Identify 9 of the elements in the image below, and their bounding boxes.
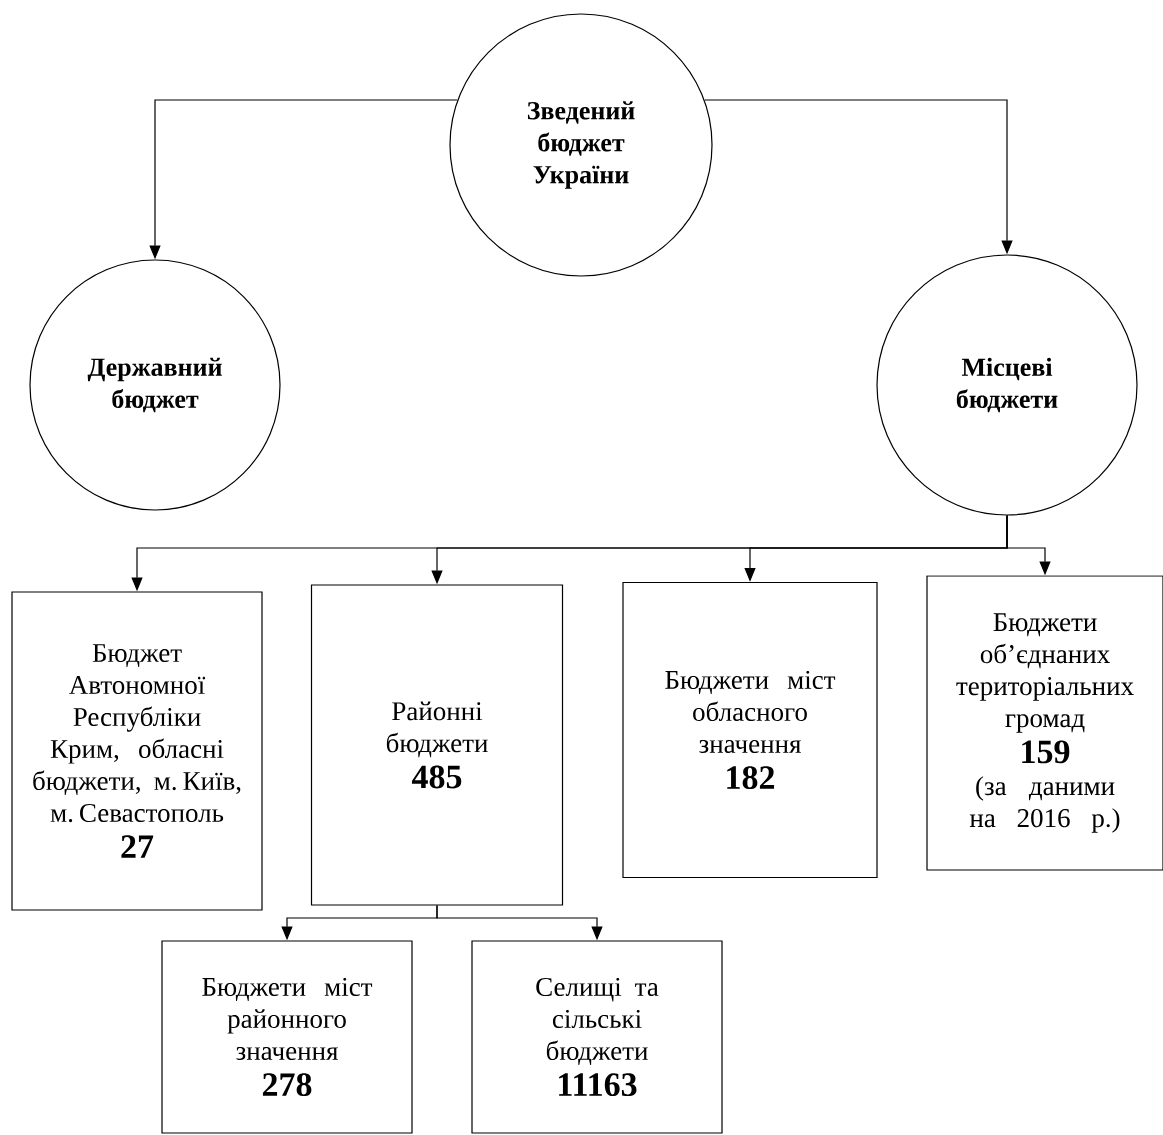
budget-box: Районні бюджети 485 [310, 584, 564, 906]
circle-node: Зведений бюджет України [449, 13, 713, 277]
budget-box: Бюджет Автономної Республіки Крим, обласні бюджети, м. Київ, м. Севастополь 27 [11, 591, 263, 911]
budget-box: Селищі та сільські бюджети 11163 [471, 940, 723, 1134]
budget-box: Бюджети об’єднаних територіальних громад 159 (за даними на 2016 р.) [926, 575, 1163, 871]
circle-node: Державний бюджет [29, 259, 281, 511]
budget-box: Бюджети міст районного значення 278 [161, 940, 413, 1134]
circle-node: Місцеві бюджети [876, 254, 1138, 516]
budget-box: Бюджети міст обласного значення 182 [622, 581, 878, 879]
